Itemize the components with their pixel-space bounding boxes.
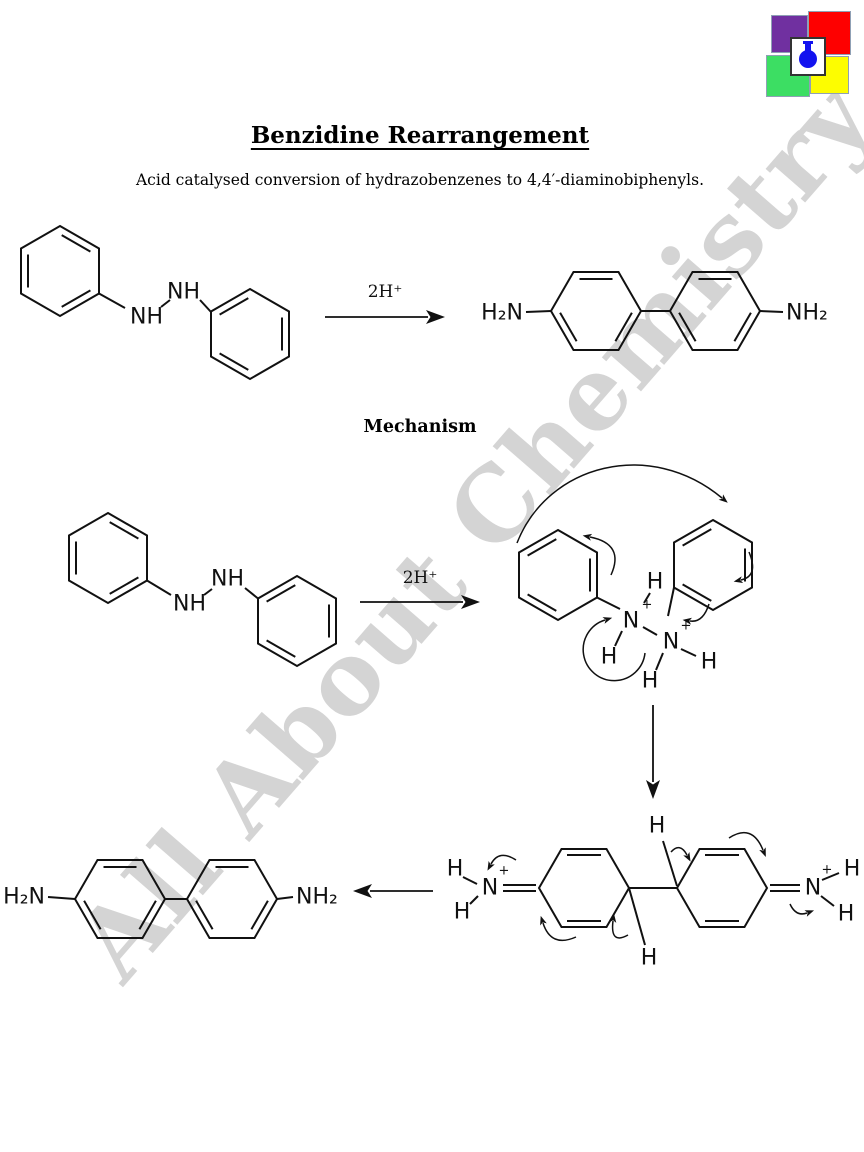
atom-label-h: H: [454, 900, 471, 925]
plus-charge: +: [642, 598, 653, 613]
bond: [655, 652, 664, 671]
bond: [820, 895, 835, 907]
curly-arrow-right-ring: [733, 551, 754, 584]
curly-arrow-left-ring-bottom: [540, 915, 577, 941]
page-subtitle: Acid catalysed conversion of hydrazobenz…: [135, 171, 705, 189]
atom-label-n: N: [623, 609, 639, 634]
curly-arrow-left-ring: [582, 533, 616, 576]
page-title: Benzidine Rearrangement: [250, 122, 590, 149]
site-logo: [764, 8, 858, 102]
curly-arrow-nh-circle: [582, 617, 646, 682]
bond: [276, 896, 294, 900]
atom-label-nh: NH: [173, 592, 206, 617]
curly-arrow-to-nitrogen: [682, 603, 710, 625]
plus-charge: +: [681, 619, 692, 634]
reaction-arrow-2: 2H⁺: [360, 568, 480, 609]
bond: [203, 588, 213, 596]
flask-neck-icon: [805, 42, 811, 54]
atom-label-h: H: [447, 857, 464, 882]
atom-label-h: H: [649, 814, 666, 839]
logo-square-purple: [771, 15, 808, 53]
bond: [821, 872, 840, 881]
bond: [596, 596, 621, 610]
atom-label-h: H: [838, 902, 855, 927]
bond: [199, 299, 212, 313]
atom-label-nh: NH: [167, 280, 200, 305]
logo-flask-tile: [790, 37, 826, 76]
bond: [525, 310, 552, 313]
curly-arrow-left-n: [487, 854, 517, 871]
quinoid-ring: [676, 848, 768, 928]
bond: [614, 630, 623, 647]
phenyl-ring: [74, 859, 166, 939]
bond: [680, 648, 697, 657]
protonated-intermediate-structure: N + H H N + H H: [516, 464, 754, 694]
bond: [667, 587, 675, 617]
bond: [160, 299, 171, 308]
quinoid-ring: [538, 848, 630, 928]
benzidine-product-structure: H₂N NH₂: [3, 859, 338, 939]
catalyst-label: 2H⁺: [403, 568, 438, 588]
atom-label-nh2: NH₂: [296, 885, 338, 910]
atom-label-h2n: H₂N: [481, 301, 523, 326]
atom-label-h2n: H₂N: [3, 885, 45, 910]
phenyl-ring: [20, 225, 100, 317]
phenyl-ring: [673, 519, 753, 611]
bond: [759, 310, 784, 313]
benzidine-structure: H₂N NH₂: [481, 271, 828, 351]
plus-charge: +: [822, 863, 833, 878]
mechanism-heading: Mechanism: [363, 417, 477, 437]
phenyl-ring: [669, 271, 761, 351]
phenyl-ring: [257, 575, 337, 667]
atom-label-h: H: [641, 946, 658, 971]
phenyl-ring: [210, 288, 290, 380]
bond: [469, 895, 479, 905]
curly-arrow-ring-to-ring: [516, 464, 728, 544]
plus-charge: +: [499, 864, 510, 879]
bond: [642, 626, 658, 636]
curly-arrow-left-ring-sp3: [609, 913, 629, 939]
curly-arrow-right-ring-sp3: [670, 846, 691, 862]
atom-label-h: H: [647, 570, 664, 595]
atom-label-n: N: [805, 876, 821, 901]
atom-label-nh2: NH₂: [786, 301, 828, 326]
bond: [462, 876, 478, 885]
bond: [244, 587, 259, 600]
atom-label-nh: NH: [211, 567, 244, 592]
atom-label-h: H: [601, 645, 618, 670]
atom-label-h: H: [642, 669, 659, 694]
bond: [662, 840, 678, 887]
flask-icon: [799, 50, 817, 68]
catalyst-label: 2H⁺: [368, 282, 403, 302]
phenyl-ring: [518, 529, 598, 621]
hydrazobenzene-structure: NH NH: [20, 225, 290, 380]
bond: [98, 292, 126, 309]
curly-arrow-right-ring-top: [728, 831, 766, 857]
bond: [146, 579, 172, 596]
curly-arrow-right-n: [789, 903, 815, 917]
bond: [47, 896, 76, 900]
hydrazobenzene-structure-mechanism: NH NH: [68, 512, 337, 667]
atom-label-n: N: [663, 630, 679, 655]
bond: [628, 887, 646, 946]
quinoid-intermediate-structure: H H N + H H N + H H: [447, 814, 861, 971]
phenyl-ring: [186, 859, 278, 939]
phenyl-ring: [68, 512, 148, 604]
atom-label-nh: NH: [130, 305, 163, 330]
reaction-arrow-1: 2H⁺: [325, 282, 445, 324]
bond: [643, 592, 651, 604]
phenyl-ring: [550, 271, 642, 351]
atom-label-h: H: [701, 650, 718, 675]
atom-label-h: H: [844, 857, 861, 882]
atom-label-n: N: [482, 876, 498, 901]
